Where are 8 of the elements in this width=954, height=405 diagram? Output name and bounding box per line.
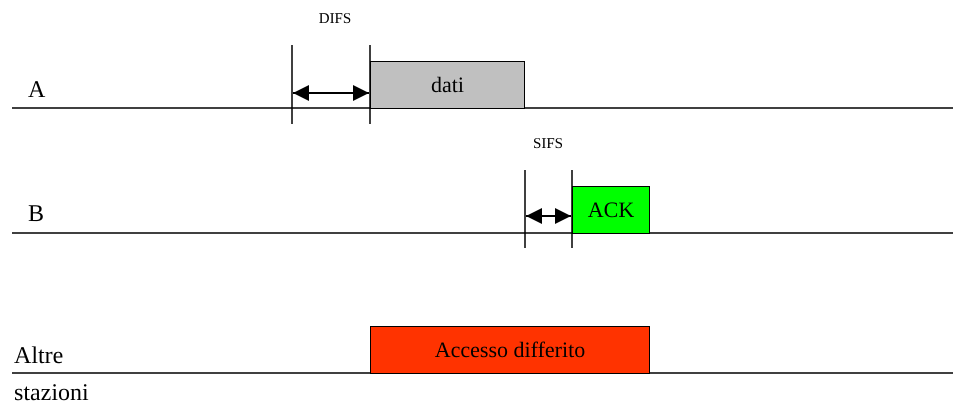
interval-label: DIFS — [318, 10, 352, 29]
data-packet-box: dati — [370, 61, 525, 109]
ack-packet-box: ACK — [572, 186, 650, 234]
station-label: Altre stazioni — [14, 342, 90, 405]
interval-label: SIFS — [532, 135, 564, 154]
station-label: A — [28, 76, 46, 104]
station-label: B — [28, 200, 46, 228]
deferred-access-box: Accesso differito — [370, 326, 650, 374]
